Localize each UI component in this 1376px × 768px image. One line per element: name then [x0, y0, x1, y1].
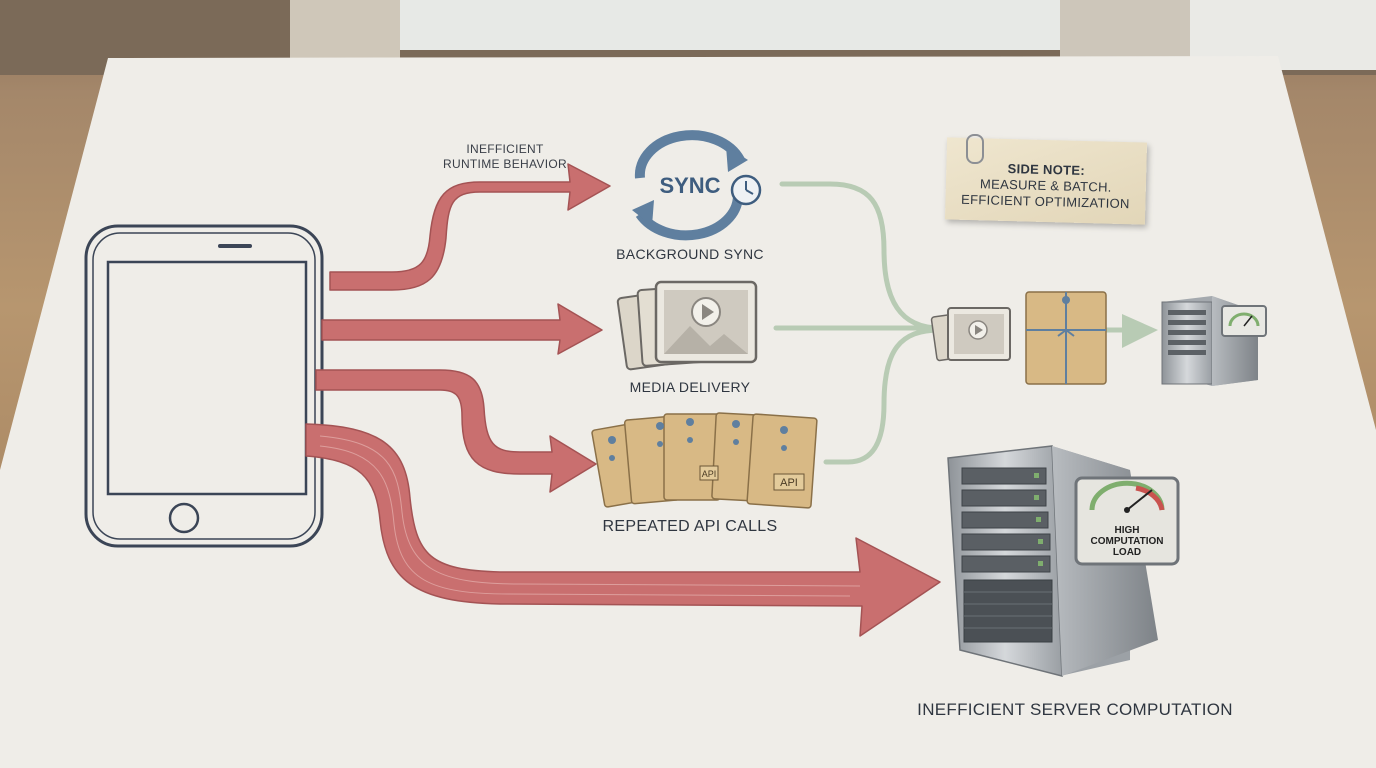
gauge-label: HIGH COMPUTATION LOAD	[1084, 525, 1170, 558]
sync-icon: SYNC	[632, 130, 762, 241]
small-server-icon	[1161, 296, 1267, 386]
inefficient-server-label: INEFFICIENT SERVER COMPUTATION	[917, 700, 1233, 719]
runtime-behavior-label: INEFFICIENT RUNTIME BEHAVIOR	[420, 142, 590, 172]
runtime-label-line2: RUNTIME BEHAVIOR	[443, 157, 567, 171]
arrow-to-server	[305, 423, 941, 637]
paperclip-icon	[966, 134, 984, 164]
runtime-label-line1: INEFFICIENT	[466, 142, 544, 156]
media-delivery-label: MEDIA DELIVERY	[629, 379, 751, 395]
repeated-api-calls-label: REPEATED API CALLS	[602, 518, 778, 535]
arrow-to-sync	[329, 163, 611, 291]
background-sync-label: BACKGROUND SYNC	[616, 246, 764, 262]
sync-icon-text: SYNC	[659, 173, 720, 198]
batched-bundle-icon	[930, 291, 1107, 385]
api-tag-large: API	[780, 477, 798, 489]
paper-sheet	[0, 56, 1376, 768]
arrow-to-api	[315, 369, 597, 493]
green-path-top	[779, 181, 943, 331]
arrow-to-media	[321, 303, 603, 355]
gauge-line1: HIGH	[1114, 525, 1140, 536]
gauge-line2: COMPUTATION	[1090, 536, 1164, 547]
green-arrow-out	[1104, 314, 1158, 348]
big-server-icon	[947, 445, 1180, 677]
phone-outline-icon	[84, 224, 324, 548]
api-tag-small: API	[702, 469, 717, 479]
gauge-line3: LOAD	[1112, 547, 1142, 558]
green-path-bottom	[823, 327, 943, 465]
media-photos-icon	[616, 280, 758, 371]
api-envelopes-icon: API API	[591, 412, 818, 509]
